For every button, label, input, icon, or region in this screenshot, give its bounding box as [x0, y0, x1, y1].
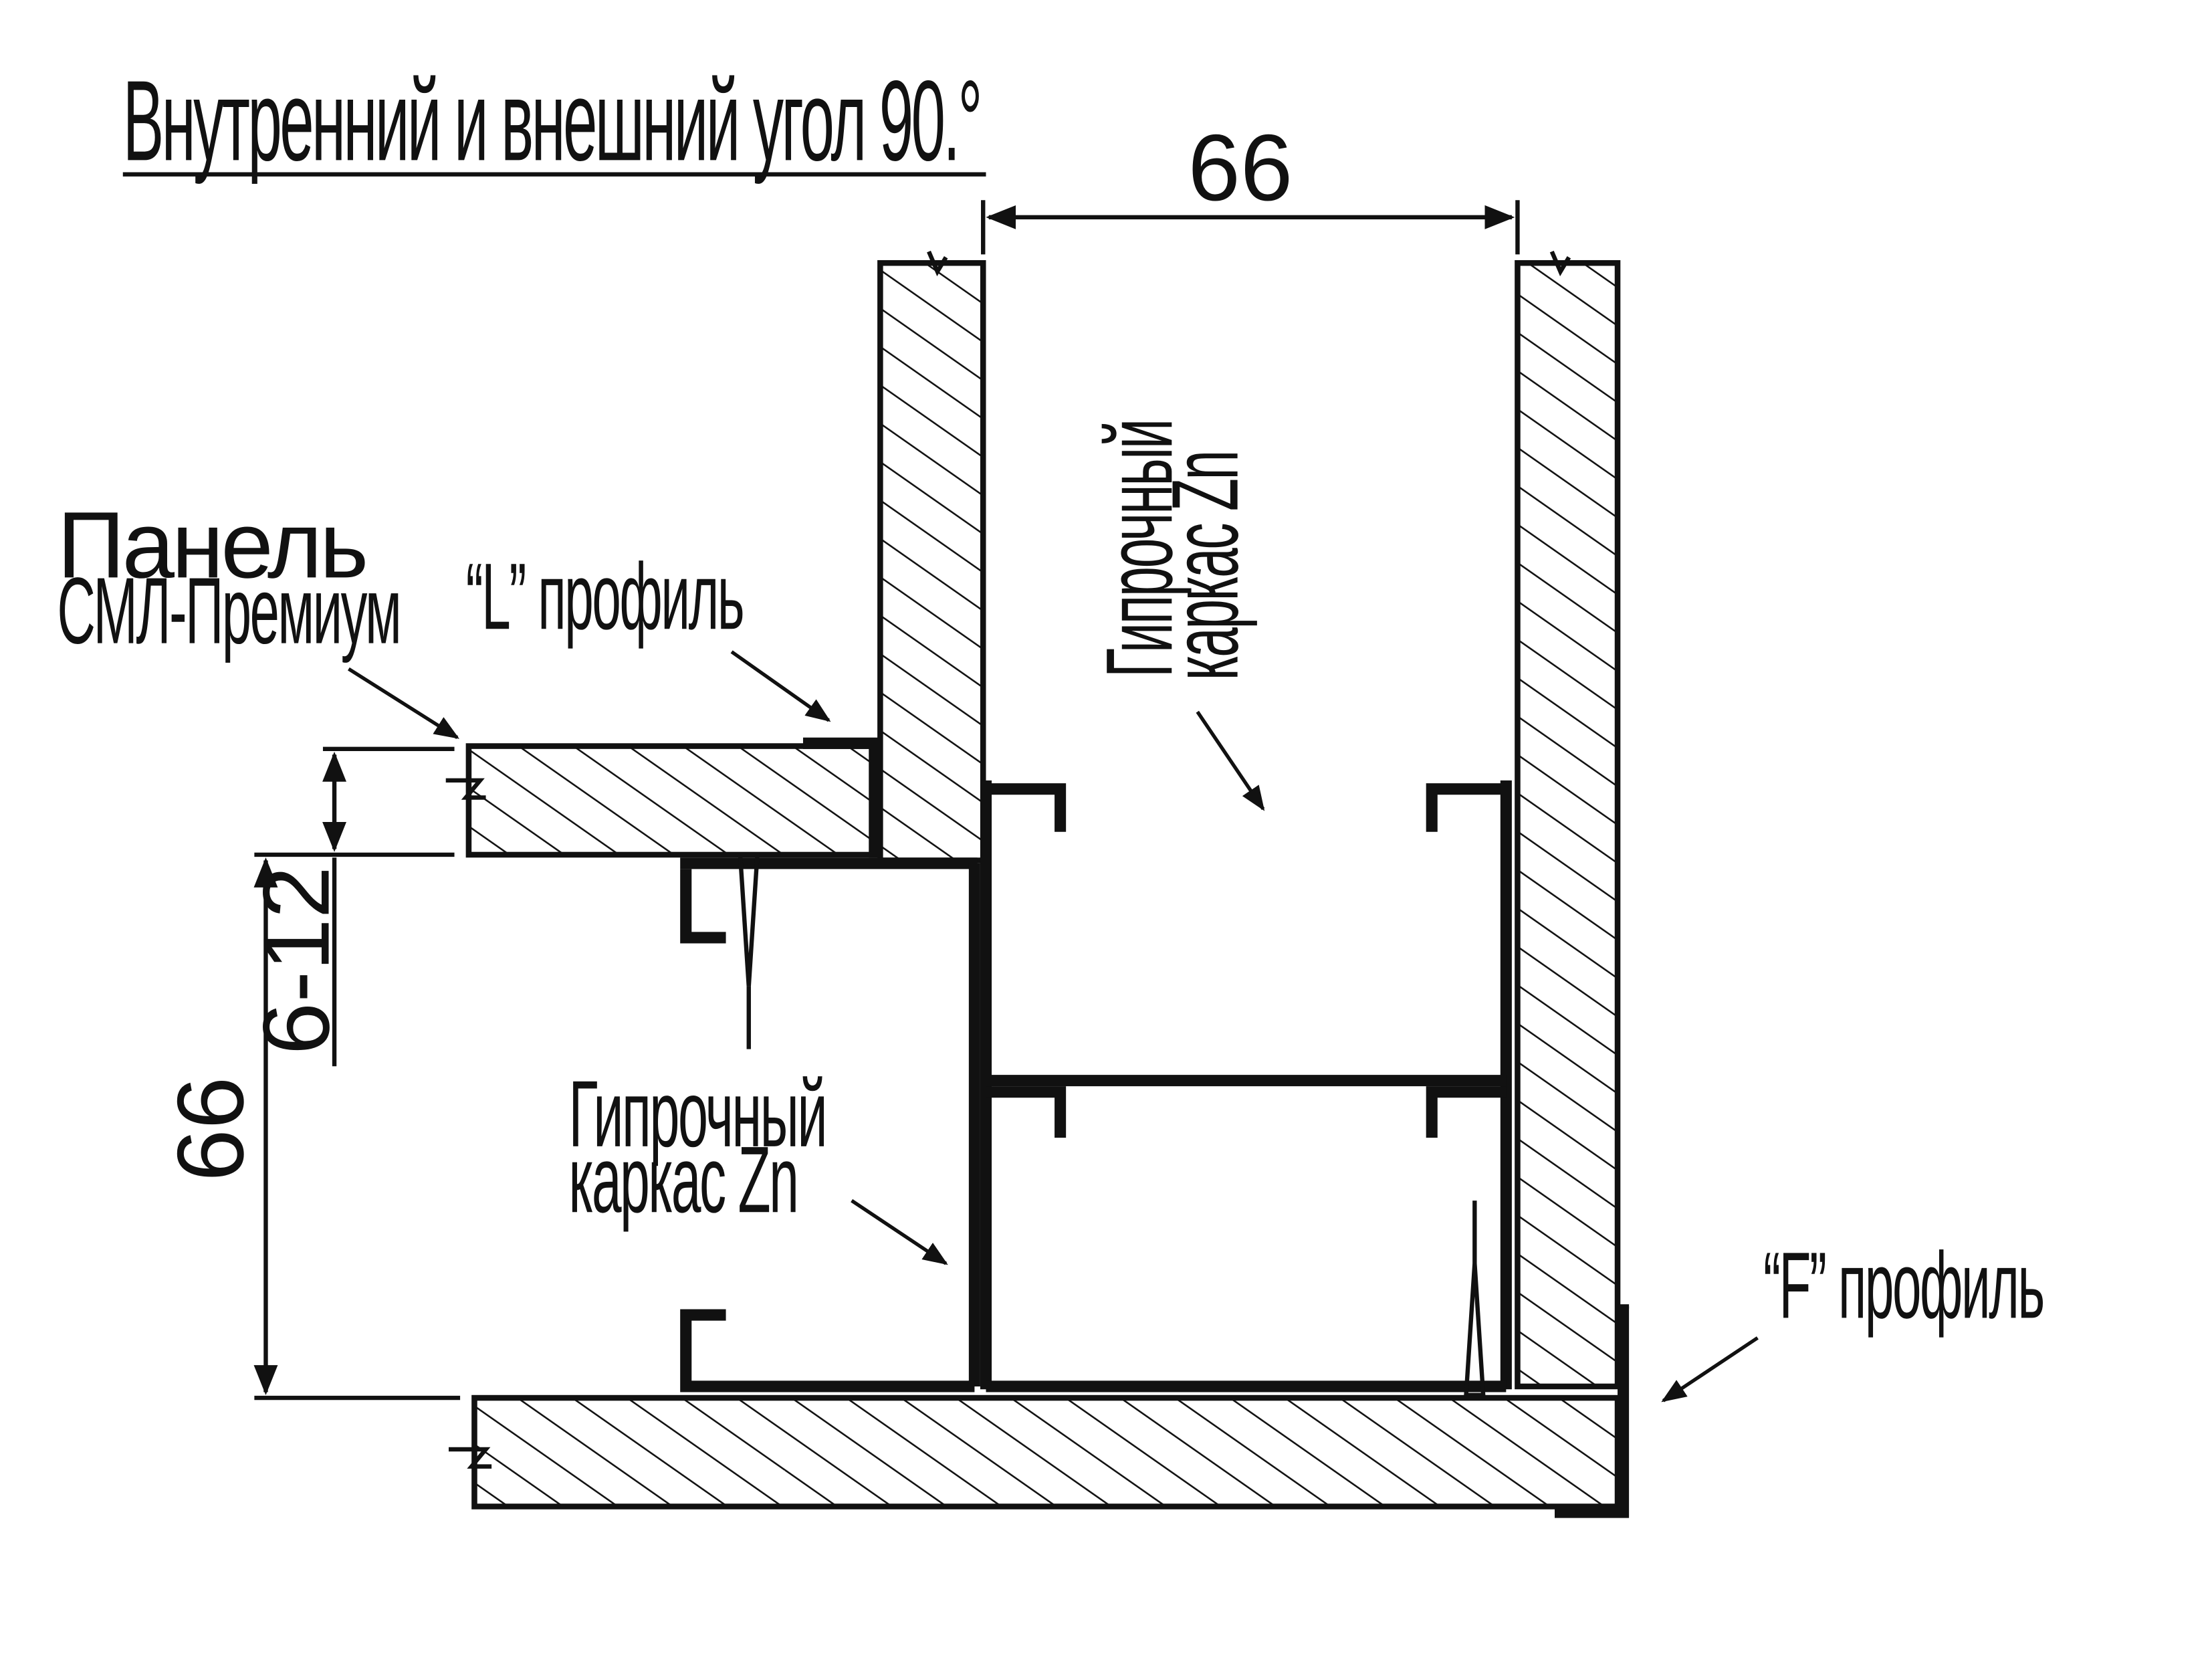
height-dim-label: 66	[157, 1077, 263, 1182]
label-l-profile: “L” профиль	[466, 543, 744, 649]
gap-dim-label: 6-12	[243, 866, 349, 1055]
leader-f-profile	[1661, 1336, 1759, 1403]
label-frame-vertical-line1: Гипрочный	[1086, 420, 1192, 678]
vertical-wall-board-right	[1515, 260, 1621, 1390]
screw-ceiling	[738, 852, 760, 987]
label-f-profile: “F” профиль	[1763, 1232, 2043, 1338]
stud-middle-left-lip	[986, 1086, 1067, 1138]
break-mark-bottom-panel	[449, 1447, 492, 1469]
bottom-horizontal-panel	[471, 1394, 1621, 1510]
stud-upper-left	[986, 783, 1067, 832]
ceiling-c-profile-bottom	[680, 1309, 975, 1392]
leader-frame-lower	[851, 1199, 948, 1265]
screw-floor	[1464, 1263, 1486, 1397]
leader-frame-vertical	[1196, 710, 1265, 811]
label-panel-line1: Панель	[57, 492, 366, 597]
dim-top-label: 66	[1188, 114, 1293, 220]
top-dimension: 66	[981, 114, 1520, 255]
frame-profiles	[680, 737, 1630, 1518]
upper-horizontal-panel	[465, 743, 881, 858]
boards	[465, 260, 1621, 1510]
leader-l-profile	[730, 650, 831, 722]
label-frame-lower-line1: Гипрочный	[569, 1061, 826, 1166]
f-profile-shape	[1555, 1306, 1630, 1518]
break-mark-top-left	[927, 250, 948, 277]
label-panel-line2: СМЛ-Премиум	[57, 558, 400, 663]
drawing-title: Внутренний и внешний угол 90.°	[123, 57, 980, 185]
label-frame-vertical-line2: каркас Zn	[1152, 451, 1258, 680]
break-mark-top-right	[1549, 250, 1571, 277]
screws	[738, 852, 1486, 1397]
title-group: Внутренний и внешний угол 90.°	[123, 57, 986, 185]
ceiling-c-profile-top	[680, 869, 726, 944]
stud-upper-right	[1426, 783, 1507, 832]
stud-middle-right-lip	[1426, 1086, 1507, 1138]
leader-panel	[347, 667, 459, 739]
l-profile-shape	[802, 737, 881, 858]
left-dimensions: 6-12 66	[157, 746, 461, 1401]
labels: Панель СМЛ-Премиум “L” профиль Гипрочный…	[57, 420, 2046, 1403]
label-frame-lower-line2: каркас Zn	[569, 1126, 798, 1232]
break-mark-upper-panel	[445, 778, 486, 800]
break-symbols	[445, 250, 1571, 1469]
vertical-wall-board-left	[877, 260, 986, 863]
